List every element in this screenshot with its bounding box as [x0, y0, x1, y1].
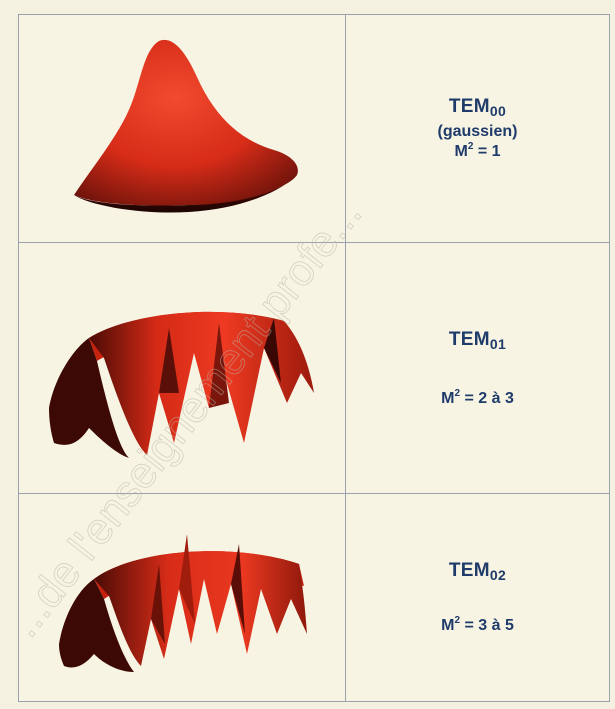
tem02-ring-profile: [19, 494, 346, 703]
tem01-label-cell: TEM01 M2 = 2 à 3: [346, 243, 609, 494]
tem01-m2-value: M2 = 2 à 3: [441, 388, 514, 408]
tem00-label-cell: TEM00 (gaussien) M2 = 1: [346, 15, 609, 243]
tem01-mode-label: TEM01: [449, 329, 506, 352]
tem02-m2-value: M2 = 3 à 5: [441, 615, 514, 635]
tem00-mode-label: TEM00: [449, 96, 506, 119]
tem00-gaussian-profile: [19, 15, 346, 243]
tem02-profile-cell: [19, 494, 346, 701]
tem00-profile-cell: [19, 15, 346, 243]
tem01-profile-cell: [19, 243, 346, 494]
tem00-description: (gaussien): [437, 123, 517, 141]
tem-mode-table: TEM00 (gaussien) M2 = 1 TEM01: [18, 14, 610, 702]
tem00-m2-value: M2 = 1: [454, 141, 500, 161]
tem01-ring-profile: [19, 243, 346, 494]
tem02-mode-label: TEM02: [449, 560, 506, 583]
tem02-label-cell: TEM02 M2 = 3 à 5: [346, 494, 609, 701]
